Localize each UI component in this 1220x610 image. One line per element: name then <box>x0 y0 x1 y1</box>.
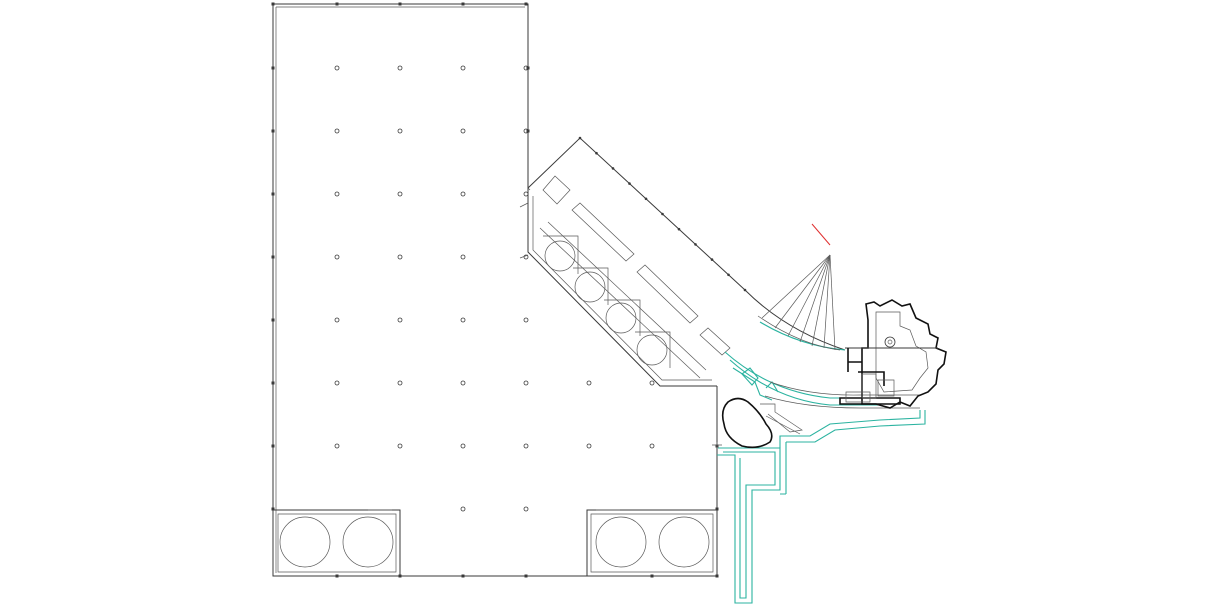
perimeter-marker <box>271 192 275 196</box>
wing-edge-marker <box>595 151 598 155</box>
perimeter-marker <box>271 381 275 385</box>
column-marker <box>460 191 466 197</box>
wing-edge-marker <box>644 197 648 201</box>
perimeter-marker <box>335 2 339 6</box>
column-marker <box>460 506 466 512</box>
pipe-route <box>717 410 926 604</box>
perimeter-markers <box>271 2 719 578</box>
wing-edge-marker <box>628 182 631 185</box>
column-marker <box>460 128 466 134</box>
perimeter-marker <box>271 129 275 133</box>
column-marker <box>397 65 403 71</box>
perimeter-marker <box>524 2 528 6</box>
column-marker <box>523 317 529 323</box>
perimeter-marker <box>650 574 654 578</box>
column-grid <box>334 65 655 512</box>
wing-edge-marker <box>727 273 730 277</box>
perimeter-marker <box>271 318 275 322</box>
junction-tick <box>712 442 722 448</box>
column-marker <box>460 443 466 449</box>
perimeter-marker <box>271 255 275 259</box>
fan-line <box>761 254 831 319</box>
column-marker <box>586 443 592 449</box>
perimeter-marker <box>526 129 530 133</box>
perimeter-marker <box>461 2 465 6</box>
column-marker <box>523 380 529 386</box>
wing-edge-marker <box>677 227 681 231</box>
fan-line <box>774 254 831 329</box>
column-marker <box>334 317 340 323</box>
tank-room-right <box>586 509 717 576</box>
column-marker <box>334 65 340 71</box>
column-marker <box>334 380 340 386</box>
column-marker <box>397 380 403 386</box>
fan-line <box>799 254 831 343</box>
column-marker <box>334 254 340 260</box>
perimeter-marker <box>271 507 275 511</box>
perimeter-marker <box>271 66 275 70</box>
column-marker <box>460 254 466 260</box>
wing-edge-marker <box>710 258 714 261</box>
radiating-lines <box>757 254 841 351</box>
column-marker <box>586 380 592 386</box>
column-marker <box>397 191 403 197</box>
perimeter-marker <box>335 574 339 578</box>
fan-line <box>811 254 831 347</box>
perimeter-marker <box>715 574 719 578</box>
wing-edge-marker <box>661 212 664 216</box>
fan-arc <box>757 315 841 351</box>
wing-edge-marker <box>578 136 582 140</box>
red-marker-line <box>811 223 831 246</box>
fan-line <box>829 254 836 351</box>
column-marker <box>397 443 403 449</box>
column-marker <box>334 191 340 197</box>
column-marker <box>523 191 529 197</box>
column-marker <box>460 65 466 71</box>
pond <box>721 397 803 449</box>
wing-edge-marker <box>694 243 697 246</box>
column-marker <box>649 380 655 386</box>
column-marker <box>397 254 403 260</box>
wing-edge-marker <box>611 167 615 170</box>
perimeter-marker <box>271 2 275 6</box>
perimeter-marker <box>461 574 465 578</box>
perimeter-marker <box>526 66 530 70</box>
fan-line <box>787 254 831 337</box>
curved-corridor <box>724 321 920 409</box>
right-building <box>845 299 947 409</box>
column-marker <box>397 128 403 134</box>
column-marker <box>334 443 340 449</box>
wing-edge-marker <box>743 288 747 292</box>
fan-line <box>823 254 831 349</box>
column-marker <box>460 317 466 323</box>
wing-edge-markers <box>578 136 747 292</box>
column-marker <box>649 443 655 449</box>
column-marker <box>523 443 529 449</box>
diagonal-wing <box>519 137 846 387</box>
perimeter-marker <box>715 507 719 511</box>
tank-room-left <box>273 509 401 576</box>
column-marker <box>397 317 403 323</box>
perimeter-marker <box>398 2 402 6</box>
perimeter-marker <box>524 574 528 578</box>
perimeter-marker <box>271 444 275 448</box>
column-marker <box>523 506 529 512</box>
column-marker <box>460 380 466 386</box>
column-marker <box>334 128 340 134</box>
main-hall <box>272 3 718 577</box>
